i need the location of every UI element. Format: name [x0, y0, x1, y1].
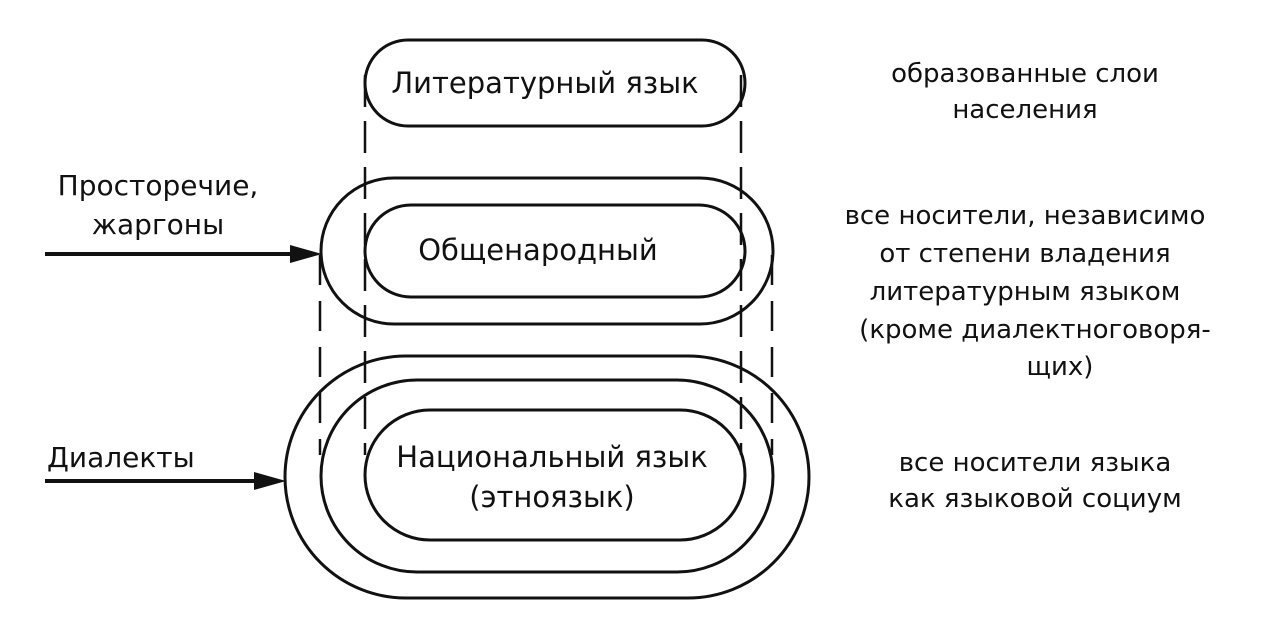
common-description-line-2: от степени владения [879, 239, 1170, 269]
literary-description-line-2: населения [952, 95, 1097, 125]
common-description-line-1: все носители, независимо [845, 201, 1206, 231]
dialects-arrowhead [254, 472, 286, 490]
literary-language-shape [363, 38, 747, 128]
ethno-language-label: (этноязык) [469, 480, 634, 514]
common-language-label: Общенародный [418, 233, 658, 267]
vernacular-label: Просторечие, [58, 169, 259, 202]
national-language-outer-shape [283, 354, 811, 600]
common-description-line-5: щих) [1027, 352, 1094, 382]
national-description-line-2: как языковой социум [888, 484, 1181, 514]
dialects-label: Диалекты [47, 441, 195, 474]
vernacular-arrowhead [290, 245, 322, 263]
national-language-label: Национальный язык [396, 440, 707, 474]
common-description-line-3: литературным языком [870, 277, 1181, 307]
literary-language-label: Литературный язык [391, 66, 698, 100]
common-description-line-4: (кроме диалектноговоря- [859, 315, 1211, 345]
jargons-label: жаргоны [92, 208, 224, 241]
national-language-middle-shape [319, 378, 775, 574]
national-language-inner-shape [363, 408, 747, 542]
national-description-line-1: все носители языка [899, 448, 1172, 478]
literary-description-line-1: образованные слои [891, 59, 1159, 89]
common-language-inner-shape [363, 203, 747, 299]
common-language-outer-shape [319, 176, 775, 326]
